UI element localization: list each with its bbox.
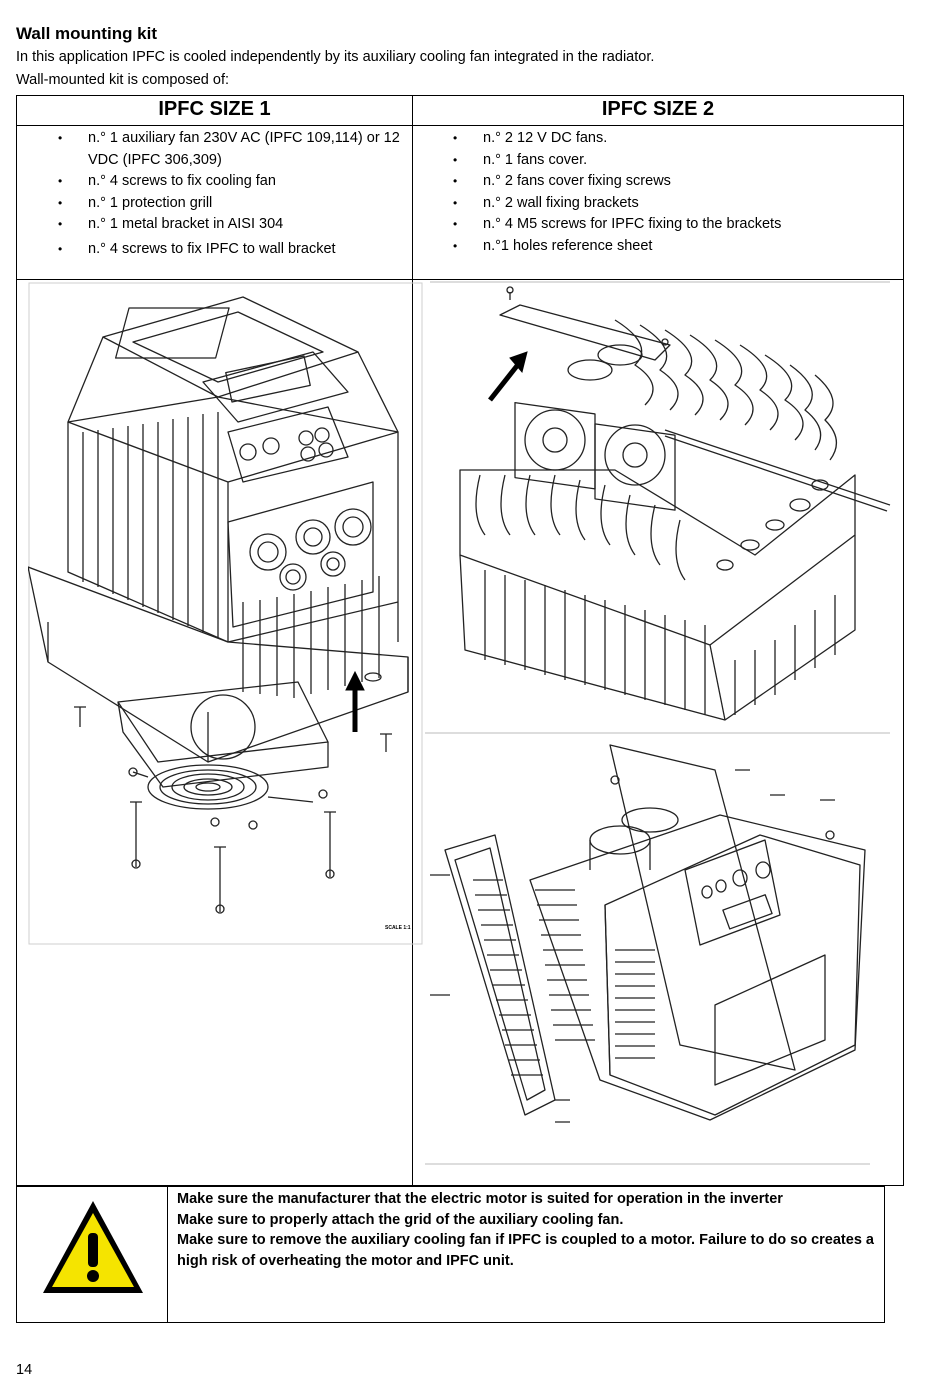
list-item: •n.° 1 fans cover. [453,150,893,172]
list-item: •n.° 1 metal bracket in AISI 304 [58,214,408,236]
bullet-icon: • [453,174,458,188]
list-item: •n.° 2 wall fixing brackets [453,193,893,215]
size2-brackets-drawing [425,744,870,1165]
list-item: •n.° 4 screws to fix IPFC to wall bracke… [58,239,408,261]
list-item: •n.° 4 screws to fix cooling fan [58,171,408,193]
kit-composition-text: Wall-mounted kit is composed of: [16,72,230,88]
list-item: •n.° 1 protection grill [58,193,408,215]
bullet-icon: • [58,131,63,145]
page-number: 14 [16,1362,33,1378]
size1-item-list: •n.° 1 auxiliary fan 230V AC (IPFC 109,1… [58,128,408,261]
scale-label: SCALE 1:1 [385,925,411,931]
warning-divider [167,1187,168,1322]
bullet-icon: • [58,217,63,231]
list-item: •n.° 4 M5 screws for IPFC fixing to the … [453,214,893,236]
bullet-icon: • [453,238,458,253]
list-item: •n.° 1 auxiliary fan 230V AC (IPFC 109,1… [58,130,400,168]
size2-column-title: IPFC SIZE 2 [601,98,715,120]
bullet-icon: • [453,152,458,167]
size2-fans-drawing [425,281,891,734]
warning-triangle-icon [37,1195,149,1307]
warning-line: Make sure the manufacturer that the elec… [177,1191,783,1207]
bullet-icon: • [58,195,63,210]
bullet-icon: • [453,195,458,210]
bullet-icon: • [453,131,458,145]
bullet-icon: • [453,217,458,231]
size1-column-title: IPFC SIZE 1 [158,98,271,120]
intro-text: In this application IPFC is cooled indep… [16,49,655,65]
list-item: •n.°1 holes reference sheet [453,236,893,258]
table-column-divider [412,96,413,1186]
kit-table: IPFC SIZE 1 IPFC SIZE 2 •n.° 1 auxiliary… [16,95,904,1186]
bullet-icon: • [58,174,63,188]
warning-line: Make sure to remove the auxiliary coolin… [177,1232,874,1269]
size1-exploded-drawing: SCALE 1:1 [28,282,423,945]
list-item: •n.° 2 12 V DC fans. [453,128,893,150]
warning-line: Make sure to properly attach the grid of… [177,1211,624,1228]
table-header-divider [17,125,903,126]
table-row-divider [17,279,903,280]
section-heading: Wall mounting kit [16,24,158,43]
warning-text: Make sure the manufacturer that the elec… [177,1189,877,1271]
list-item: •n.° 2 fans cover fixing screws [453,171,893,193]
bullet-icon: • [58,241,63,256]
size2-item-list: •n.° 2 12 V DC fans. •n.° 1 fans cover. … [453,128,893,258]
warning-box: Make sure the manufacturer that the elec… [16,1186,885,1323]
